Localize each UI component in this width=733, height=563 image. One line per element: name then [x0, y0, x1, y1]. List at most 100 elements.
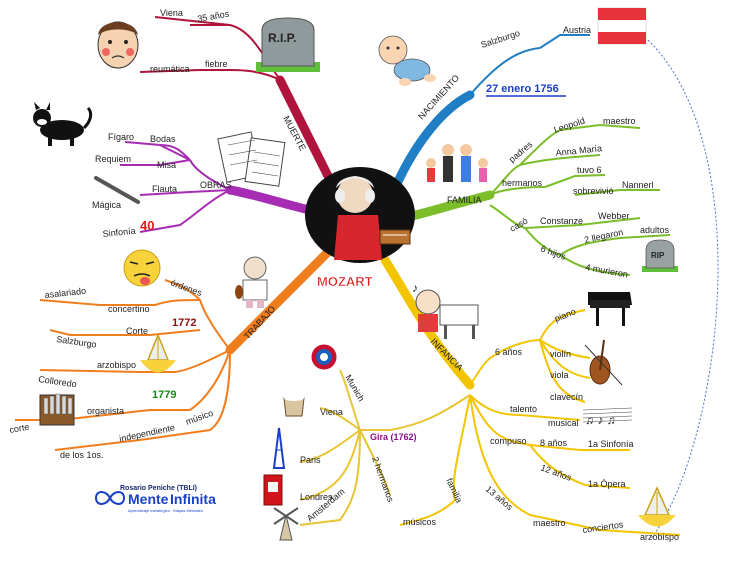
bayern-logo-icon — [310, 343, 338, 371]
gira-branches — [299, 369, 471, 526]
trabajo-1772: 1772 — [172, 317, 196, 329]
familia-constanze: Constanze — [540, 216, 583, 226]
mitre-icon — [140, 332, 176, 373]
infancia-label: INFANCIA — [429, 336, 465, 372]
infancia-piano: piano — [553, 306, 577, 324]
infancia-opera1: 1a Ópera — [588, 479, 626, 489]
austria-flag-icon — [597, 7, 647, 45]
family-icon — [426, 144, 488, 182]
infancia-12anos: 12 años — [539, 462, 573, 483]
infancia-talento: talento — [510, 404, 537, 414]
trabajo-colloredo: Colloredo — [38, 374, 78, 389]
familia-maestro: maestro — [603, 116, 636, 126]
cat-icon — [33, 102, 93, 146]
credit-tagline: Aprendizaje estratégico · Mapas Mentales — [128, 508, 203, 513]
infancia-sinfonia1: 1a Sinfonía — [588, 439, 634, 449]
trabajo-independiente: independiente — [118, 422, 175, 444]
mitre-right-icon — [638, 486, 676, 527]
infancia-violin: violín — [550, 349, 571, 359]
obras-num: 40 — [140, 218, 154, 233]
trabajo-organista: organista — [87, 406, 124, 416]
windmill-icon — [273, 507, 299, 541]
music-notes-icon: ♫ ♪ ♫ — [582, 407, 633, 427]
trabajo-ordenes: órdenes — [169, 277, 203, 298]
trabajo-salzburgo: Salzburgo — [56, 334, 98, 350]
eiffel-tower-icon — [272, 427, 286, 469]
sick-face-icon — [97, 21, 139, 69]
trabajo-1779: 1779 — [152, 389, 176, 401]
infancia-musical: musical — [548, 418, 579, 428]
obras-magica: Mágica — [92, 200, 121, 210]
gira-paris: Paris — [300, 455, 321, 465]
obras-branches — [120, 141, 231, 233]
mente-infinita-logo — [94, 491, 126, 505]
emoji-face-icon — [123, 249, 161, 287]
familia-llegaron: 2 llegaron — [583, 227, 624, 245]
trabajo-branches — [15, 279, 231, 451]
infancia-maestro: maestro — [533, 518, 566, 528]
sheet-music-icon — [217, 131, 286, 187]
trabajo-corte: Corte — [126, 326, 148, 336]
familia-leopold: Leopold — [553, 115, 587, 134]
nacimiento-austria: Austria — [563, 25, 591, 35]
muerte-age: 35 años — [197, 8, 231, 23]
center-node — [305, 167, 415, 263]
nacimiento-branches — [469, 34, 590, 96]
trabajo-arzobispo: arzobispo — [97, 360, 136, 370]
tombstone-icon: R.I.P. — [256, 17, 320, 72]
obras-flauta: Flauta — [152, 184, 177, 194]
familia-webber: Webber — [598, 211, 629, 221]
infancia-conciertos: conciertos — [582, 519, 625, 535]
infancia-viola: viola — [550, 370, 569, 380]
gira-viena: Viena — [320, 407, 343, 417]
flute-icon — [94, 176, 140, 204]
trabajo-asalariado: asalariado — [44, 286, 86, 300]
trabajo-primeros: de los 1os. — [60, 450, 104, 460]
infancia-compuso: compuso — [490, 436, 527, 446]
familia-murieron: 4 murieron — [585, 262, 629, 279]
nacimiento-salzburgo: Salzburgo — [480, 28, 522, 50]
connector-arc — [647, 39, 719, 541]
grand-piano-icon — [588, 292, 632, 326]
baby-icon — [378, 35, 436, 86]
infancia-familia: familia — [444, 477, 464, 505]
credit-author: Rosario Peniche (TBLI) — [120, 485, 197, 492]
obras-misa: Misa — [157, 160, 176, 170]
infancia-arzobispo: arzobispo — [640, 532, 679, 542]
muerte-viena: Viena — [160, 8, 183, 18]
tombstone-text: R.I.P. — [268, 31, 296, 45]
credit-brand-2: Infinita — [170, 491, 216, 507]
infancia-musicos: músicos — [403, 517, 437, 527]
trabajo-concertino: concertino — [108, 304, 150, 314]
infancia-clavecin: clavecín — [550, 392, 583, 402]
center-label: MOZART — [317, 274, 373, 289]
familia-anna: Anna María — [555, 143, 602, 158]
phone-booth-icon — [263, 474, 283, 506]
trabajo-corte2: corte — [9, 422, 30, 435]
infancia-branches — [399, 309, 681, 536]
familia-padres: padres — [507, 139, 535, 165]
credit-brand-1: Mente — [128, 491, 169, 507]
muerte-reumatica: reumática — [150, 64, 190, 74]
obras-label: OBRAS — [200, 180, 232, 190]
familia-hijos: 6 hijos — [539, 243, 567, 261]
obras-figaro: Fígaro — [108, 132, 134, 142]
infancia-8anos: 8 años — [540, 438, 568, 448]
obras-sinfonia: Sinfonía — [102, 226, 136, 239]
gira-label: Gira (1762) — [370, 432, 417, 442]
svg-text:♪: ♪ — [412, 281, 418, 295]
obras-requiem: Requiem — [95, 154, 131, 164]
branch-trabajo — [225, 245, 335, 355]
svg-text:♫ ♪ ♫: ♫ ♪ ♫ — [585, 413, 616, 427]
familia-label: FAMILIA — [447, 195, 482, 205]
violinist-icon — [235, 256, 268, 308]
familia-tuvo6: tuvo 6 — [577, 165, 602, 175]
familia-nannerl: Nannerl — [622, 180, 654, 190]
nacimiento-date: 27 enero 1756 — [486, 83, 559, 95]
familia-branches — [489, 124, 671, 276]
familia-sobrevivio: sobrevivió — [573, 186, 614, 196]
violin-icon — [584, 339, 623, 386]
obras-bodas: Bodas — [150, 134, 176, 144]
